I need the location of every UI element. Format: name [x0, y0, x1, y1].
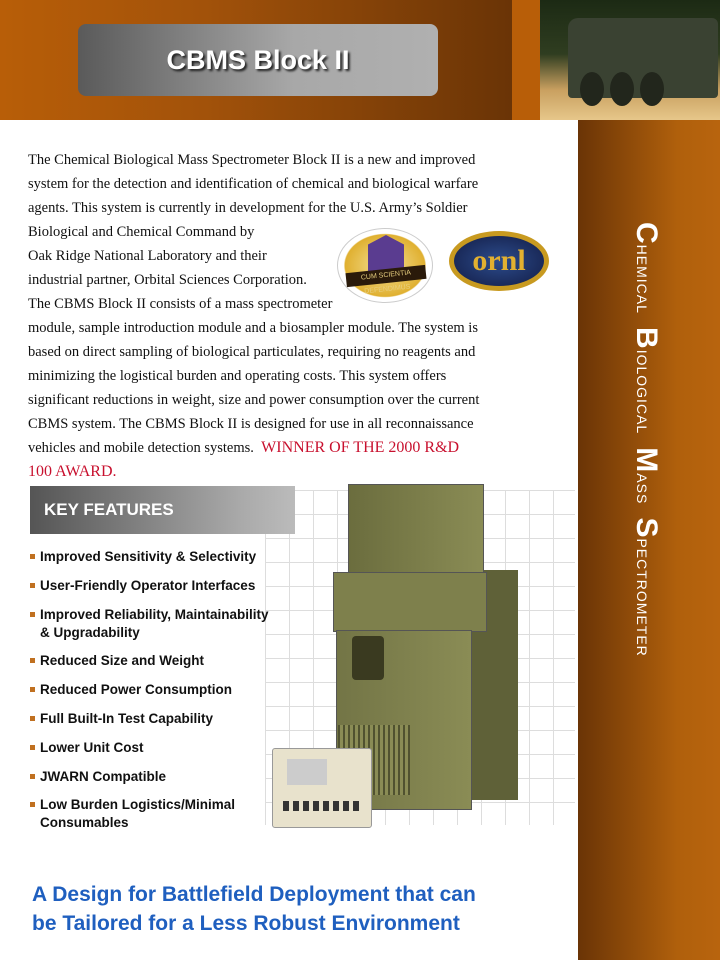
list-item: Reduced Power Consumption: [30, 681, 270, 699]
award-text-cont: 100 AWARD.: [28, 463, 117, 480]
vehicle-photo: [540, 0, 720, 120]
page-title: CBMS Block II: [166, 44, 350, 75]
sbccom-logo: CUM SCIENTIA DEFENDIMUS: [337, 228, 433, 303]
list-item: Improved Reliability, Maintainability & …: [30, 606, 270, 642]
body-text: The Chemical Biological Mass Spectromete…: [28, 148, 548, 484]
sidebar-band: [578, 120, 720, 960]
list-item: User-Friendly Operator Interfaces: [30, 577, 270, 595]
footer-tagline: A Design for Battlefield Deployment that…: [32, 883, 476, 935]
list-item: Improved Sensitivity & Selectivity: [30, 548, 270, 566]
list-item: Low Burden Logistics/Minimal Consumables: [30, 796, 245, 832]
list-item: Full Built-In Test Capability: [30, 710, 270, 728]
list-item: Reduced Size and Weight: [30, 652, 270, 670]
list-item: JWARN Compatible: [30, 768, 270, 786]
vertical-title: Chemical Biological Mass Spectrometer: [630, 222, 663, 657]
key-features-header: KEY FEATURES: [30, 486, 295, 534]
header-strip: [512, 0, 540, 120]
key-features-list: Improved Sensitivity & Selectivity User-…: [30, 548, 270, 843]
title-box: CBMS Block II: [78, 24, 438, 96]
award-text: WINNER OF THE 2000 R&D: [261, 439, 460, 456]
list-item: Lower Unit Cost: [30, 739, 270, 757]
ornl-logo: ornl: [449, 231, 549, 291]
